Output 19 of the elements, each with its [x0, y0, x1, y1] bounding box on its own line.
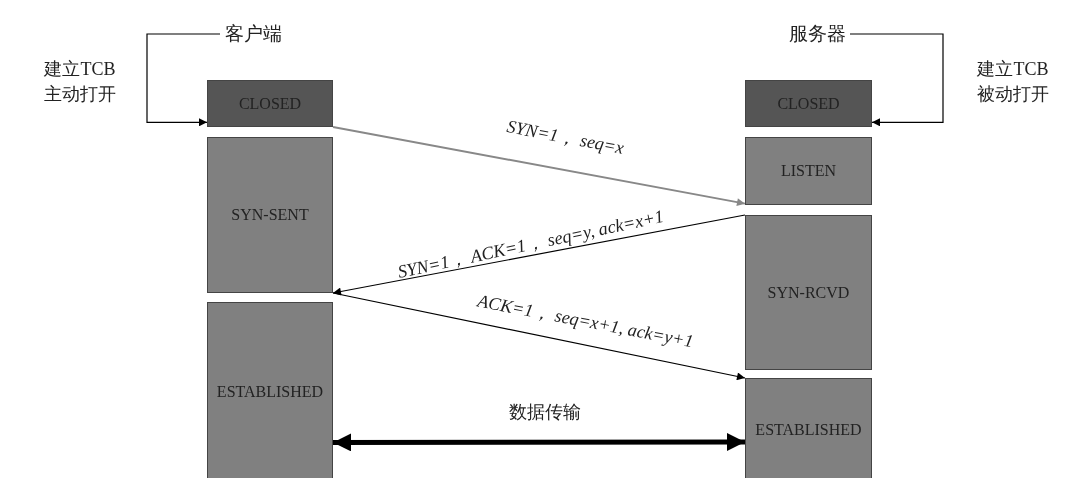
arrow: [849, 33, 944, 127]
edge-label: SYN=1， ACK=1， seq=y, ack=x+1: [394, 205, 666, 284]
arrow: [332, 126, 746, 207]
lane-title: 客户端: [220, 20, 286, 48]
state-box: ESTABLISHED: [745, 378, 872, 478]
arrow: [146, 33, 221, 127]
edge-label: 建立TCB 被动打开: [976, 58, 1050, 106]
state-box: SYN-RCVD: [745, 215, 872, 370]
double-arrow: [333, 433, 745, 452]
state-box: LISTEN: [745, 137, 872, 205]
state-box: SYN-SENT: [207, 137, 333, 293]
edge-label: ACK=1， seq=x+1, ack=y+1: [475, 289, 695, 354]
edge-label: 建立TCB 主动打开: [43, 58, 117, 106]
edge-label: 数据传输: [509, 401, 581, 424]
lane-title: 服务器: [784, 20, 850, 48]
arrow: [332, 214, 746, 296]
edge-label: SYN=1， seq=x: [504, 115, 626, 160]
state-box: ESTABLISHED: [207, 302, 333, 478]
arrow: [332, 292, 746, 381]
